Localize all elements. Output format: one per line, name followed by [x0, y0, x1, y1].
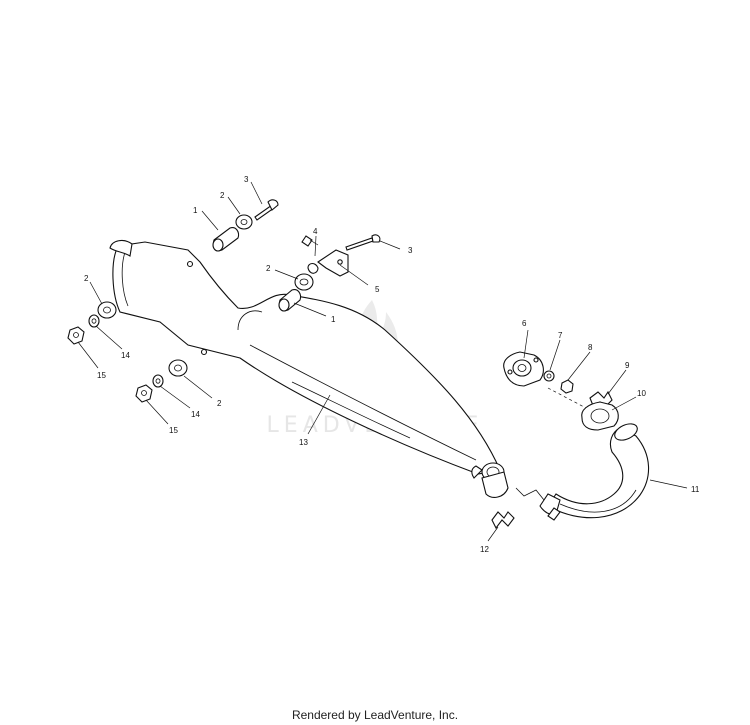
callout-6: 6	[522, 319, 527, 328]
callout-11: 11	[691, 485, 700, 494]
callout-9: 9	[625, 361, 630, 370]
head-pipe	[515, 423, 650, 521]
leader-lines	[77, 181, 688, 542]
callout-10: 10	[637, 389, 646, 398]
callout-14-lower: 14	[191, 410, 200, 419]
callout-3-right: 3	[408, 246, 413, 255]
callout-13: 13	[299, 438, 308, 447]
callout-labels: 1 2 3 4 3 2 5 1 2 14 15 2 14 15 13 6 7 8…	[84, 175, 700, 554]
callout-2-left: 2	[84, 274, 89, 283]
callout-15-upper: 15	[97, 371, 106, 380]
footer-credit: Rendered by LeadVenture, Inc.	[291, 708, 459, 722]
exhaust-flange-hardware	[491, 351, 619, 530]
callout-2-upper: 2	[220, 191, 225, 200]
left-mount-hardware	[67, 301, 188, 403]
callout-2-mid: 2	[266, 264, 271, 273]
upper-mount-left	[212, 199, 279, 252]
callout-5: 5	[375, 285, 380, 294]
callout-14-upper: 14	[121, 351, 130, 360]
callout-7: 7	[558, 331, 563, 340]
callout-4: 4	[313, 227, 318, 236]
callout-2-lower: 2	[217, 399, 222, 408]
callout-3-upper: 3	[244, 175, 249, 184]
callout-8: 8	[588, 343, 593, 352]
callout-1-mid: 1	[331, 315, 336, 324]
upper-mount-right	[278, 234, 381, 312]
callout-1-upper: 1	[193, 206, 198, 215]
callout-15-lower: 15	[169, 426, 178, 435]
muffler	[109, 239, 509, 498]
callout-12: 12	[480, 545, 489, 554]
